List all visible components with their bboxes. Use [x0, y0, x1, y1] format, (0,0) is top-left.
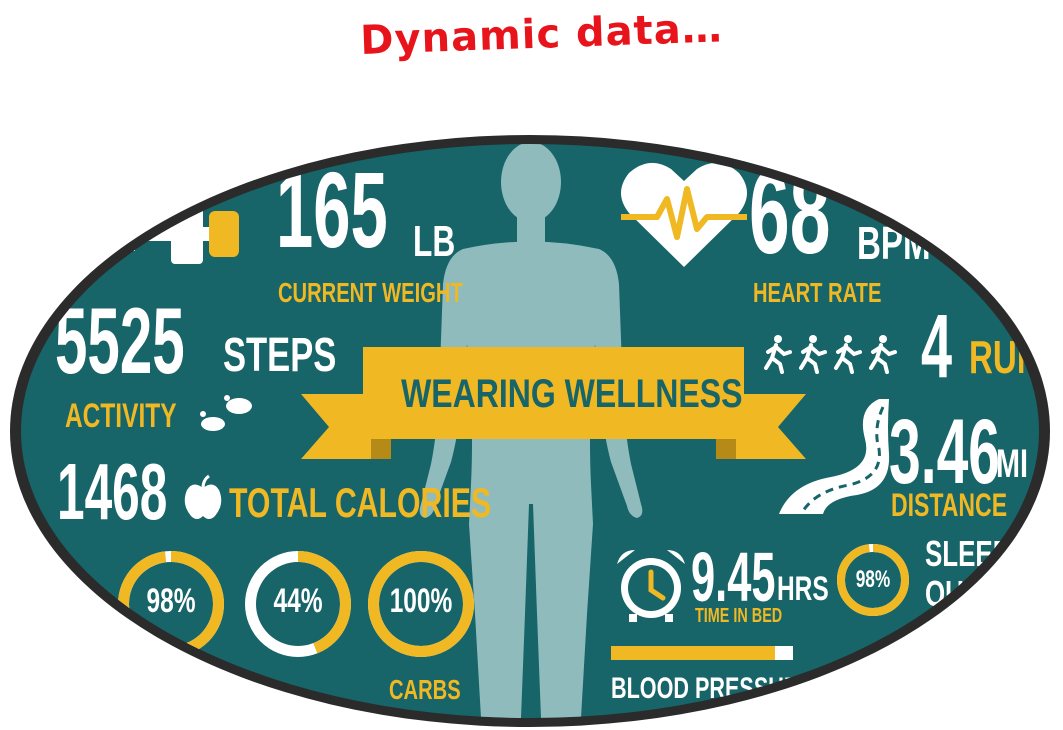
- page-caption: Dynamic data…: [0, 0, 1063, 77]
- distance-value: 3.46: [889, 401, 1001, 503]
- ring-2-value: 44%: [273, 582, 323, 620]
- activity-label: ACTIVITY: [65, 397, 177, 435]
- ring-gauge-1: [118, 551, 224, 657]
- ring-gauge-2: [245, 551, 351, 657]
- weight-unit: LB: [413, 217, 456, 266]
- heart-rate-unit: BPM: [857, 217, 931, 269]
- infographic-panel: 165 LB CURRENT WEIGHT 68 BPM HEART RATE …: [21, 144, 1039, 718]
- sleep-quality-label-2: QU: [925, 573, 964, 614]
- heart-rate-value: 68: [749, 147, 831, 279]
- ring-gauge-3: [368, 551, 474, 657]
- runners-icon: [764, 335, 897, 374]
- banner-ribbon: [301, 347, 806, 459]
- apple-icon: [184, 474, 222, 519]
- sleep-quality-gauge: [837, 544, 909, 616]
- sleep-hours-unit: HRS: [777, 570, 829, 608]
- sleep-quality-value: 98%: [855, 566, 891, 593]
- distance-unit: MI: [996, 442, 1028, 486]
- blood-pressure-bar-fill: [611, 646, 775, 660]
- blood-pressure-bar: [611, 646, 793, 660]
- heart-icon: [621, 162, 747, 267]
- banner-title: WEARING WELLNESS: [401, 372, 743, 416]
- alarm-clock-icon: [617, 550, 685, 622]
- ring-fill: [245, 551, 351, 657]
- ring-fill: [368, 551, 474, 657]
- runs-unit: RUNS: [969, 331, 1039, 383]
- steps-value: 5525: [55, 288, 185, 393]
- time-in-bed-label: TIME IN BED: [695, 605, 783, 627]
- caption-text: Dynamic data…: [359, 5, 724, 64]
- calories-value: 1468: [57, 447, 168, 536]
- calories-label: TOTAL CALORIES: [229, 479, 492, 526]
- ring-fill: [837, 544, 909, 616]
- steps-unit: STEPS: [223, 329, 337, 382]
- road-icon: [779, 399, 890, 514]
- distance-label: DISTANCE: [891, 487, 1008, 523]
- ring-fill: [118, 551, 224, 657]
- weight-label: CURRENT WEIGHT: [278, 277, 463, 308]
- heart-rate-label: HEART RATE: [753, 277, 882, 308]
- sleep-quality-label-1: SLEEP: [925, 533, 1010, 574]
- ring-1-value: 98%: [146, 582, 196, 620]
- dumbbell-icon: [61, 204, 239, 264]
- weight-value: 165: [276, 149, 388, 270]
- blood-pressure-label: BLOOD PRESSURE: [611, 672, 814, 705]
- footprints-icon: [200, 395, 252, 431]
- infographic: 165 LB CURRENT WEIGHT 68 BPM HEART RATE …: [10, 135, 1050, 727]
- ring-3-caption: CARBS: [389, 674, 461, 705]
- ring-3-value: 100%: [389, 582, 453, 620]
- runs-value: 4: [921, 297, 953, 397]
- sleep-hours-value: 9.45: [691, 538, 776, 616]
